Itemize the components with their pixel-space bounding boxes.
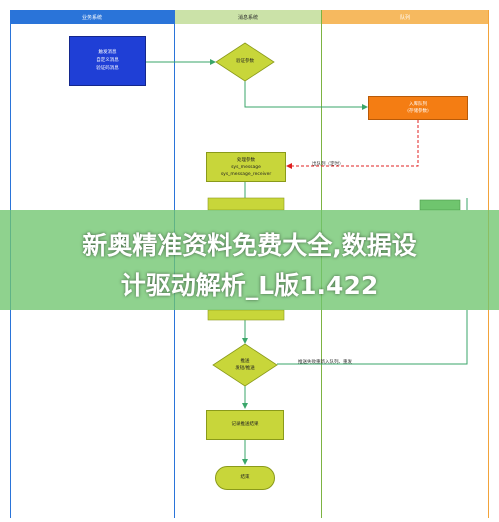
arrow-dequeue-dashed — [286, 120, 419, 169]
lane-header-business: 业务系统 — [10, 10, 174, 24]
arrow-validate-to-enqueue — [244, 80, 368, 110]
enqueue-line-2: (存储参数) — [407, 109, 429, 114]
validate-diamond — [215, 42, 275, 82]
send-diamond — [212, 343, 278, 387]
send-line-2: 发短/推送 — [235, 366, 255, 371]
enqueue-box: 入库队列 (存储参数) — [368, 96, 468, 120]
hidden-node-bottom — [207, 309, 285, 321]
retry-label: 推送失败重新入队列、重发 — [298, 360, 352, 365]
process-line-3: sys_message_receiver — [220, 171, 272, 177]
hidden-node-top — [207, 197, 285, 211]
banner-line-1: 新奥精准资料免费大全,数据设 — [82, 231, 417, 260]
watermark-banner: 新奥精准资料免费大全,数据设 计驱动解析_L版1.422 — [0, 210, 499, 310]
send-label: 推送 发短/推送 — [212, 343, 278, 387]
record-result-box: 记录推送结果 — [206, 410, 284, 440]
process-params-box: 处理参数 sys_message sys_message_receiver — [206, 152, 286, 182]
enqueue-line-1: 入库队列 — [409, 102, 427, 107]
arrow-retry-loop — [277, 310, 468, 365]
end-terminator: 结束 — [215, 466, 275, 490]
lane-header-message: 消息系统 — [175, 10, 321, 24]
hidden-queue-node — [419, 199, 461, 211]
business-line-3: 验证码消息 — [96, 66, 119, 71]
process-line-1: 处理参数 — [237, 157, 255, 163]
banner-line-2: 计驱动解析_L版1.422 — [120, 271, 379, 300]
lane-header-queue: 队列 — [322, 10, 488, 24]
dequeue-label: 出队列（定时） — [312, 162, 344, 167]
business-trigger-box: 触发消息 自定义消息 验证码消息 — [69, 36, 146, 86]
send-line-1: 推送 — [240, 359, 250, 364]
validate-label: 验证参数 — [236, 59, 254, 64]
process-line-2: sys_message — [231, 164, 261, 170]
business-line-1: 触发消息 — [98, 50, 117, 55]
business-line-2: 自定义消息 — [96, 58, 119, 63]
